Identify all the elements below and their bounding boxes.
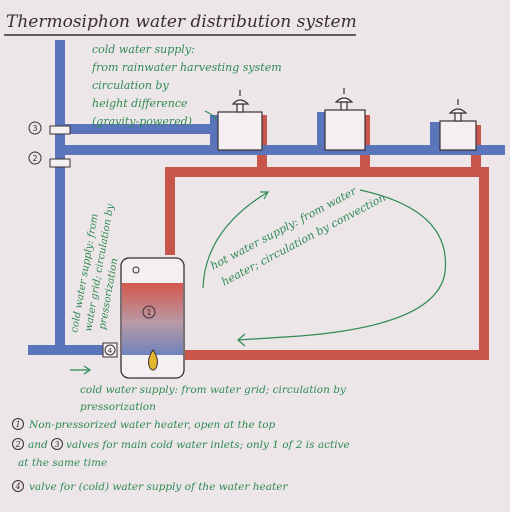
svg-text:2: 2	[14, 440, 20, 449]
faucet-icon	[231, 90, 250, 113]
svg-text:2: 2	[32, 154, 37, 163]
annotation-grid: cold water supply: from water grid; circ…	[80, 384, 347, 413]
svg-text:and: and	[28, 439, 48, 451]
svg-text:heater; circulation by convect: heater; circulation by convection	[219, 191, 388, 289]
arrow-icon	[204, 110, 217, 121]
svg-text:3: 3	[54, 440, 59, 449]
svg-text:(gravity-powered): (gravity-powered)	[92, 115, 192, 128]
water-heater: 1	[120, 257, 185, 379]
faucet-1	[217, 90, 263, 151]
cold-pipe-network	[28, 40, 505, 355]
svg-text:cold water supply: from water: cold water supply: from water grid; circ…	[80, 384, 347, 396]
flame-icon	[148, 349, 158, 371]
svg-text:1: 1	[15, 420, 20, 429]
svg-text:4: 4	[14, 482, 20, 491]
marker-2: 2	[28, 151, 42, 165]
legend-item-4: 4 valve for (cold) water supply of the w…	[12, 480, 288, 493]
svg-text:4: 4	[108, 347, 113, 355]
legend-item-1: 1 Non-pressorized water heater, open at …	[12, 418, 276, 431]
valve-2	[49, 158, 71, 168]
svg-text:height difference: height difference	[92, 97, 188, 110]
arrow-icon	[237, 189, 447, 347]
svg-text:from rainwater harvesting syst: from rainwater harvesting system	[91, 61, 282, 74]
svg-text:Non-pressorized water heater,: Non-pressorized water heater, open at th…	[28, 419, 276, 431]
svg-text:cold water supply:: cold water supply:	[92, 43, 195, 56]
svg-text:3: 3	[32, 124, 37, 133]
title: Thermosiphon water distribution system	[6, 12, 357, 32]
svg-text:valve for (cold) water supply: valve for (cold) water supply of the wat…	[29, 481, 288, 493]
legend: 1 Non-pressorized water heater, open at …	[12, 418, 350, 493]
svg-text:valves for main cold water inl: valves for main cold water inlets; only …	[66, 439, 350, 451]
annotation-hot: hot water supply: from water heater; cir…	[208, 184, 388, 288]
valve-3	[49, 125, 71, 135]
faucet-2	[324, 88, 366, 151]
faucet-3	[439, 99, 477, 151]
svg-text:pressorization: pressorization	[80, 401, 156, 413]
marker-4: 4	[104, 344, 116, 356]
svg-text:circulation by: circulation by	[92, 79, 169, 92]
faucet-icon	[448, 99, 468, 122]
faucet-icon	[334, 88, 354, 111]
arrow-icon	[70, 365, 92, 375]
arrow-icon	[202, 191, 270, 289]
legend-item-2: 2 and 3 valves for main cold water inlet…	[12, 438, 350, 451]
marker-3: 3	[28, 121, 42, 135]
legend-item-2-cont: at the same time	[18, 457, 107, 469]
marker-1: 1	[142, 305, 156, 319]
svg-text:1: 1	[146, 308, 151, 317]
annotation-rainwater: cold water supply: from rainwater harves…	[91, 43, 282, 128]
svg-text:at the same time: at the same time	[18, 457, 107, 469]
annotation-vertical: cold water supply: from water grid; circ…	[69, 203, 120, 334]
